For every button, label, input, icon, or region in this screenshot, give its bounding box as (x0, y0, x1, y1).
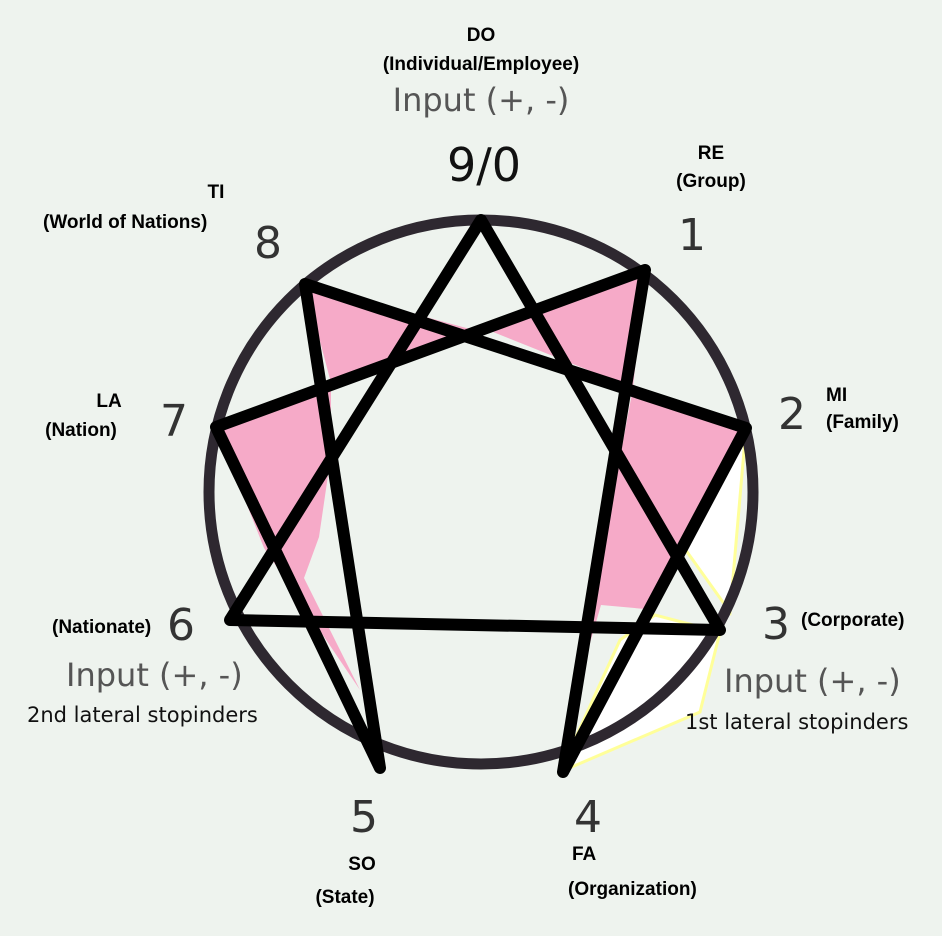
point-2-number: 2 (778, 389, 806, 440)
connecting-lines (210, 214, 752, 778)
triangle-9-3-6 (224, 214, 726, 636)
point-0-input: Input (+, -) (392, 81, 570, 119)
point-6-name: (Nationate) (52, 617, 152, 638)
point-8-name: (World of Nations) (43, 212, 208, 233)
point-6-input: Input (+, -) (66, 656, 243, 694)
point-3-number: 3 (762, 599, 790, 650)
point-5-name: (State) (315, 887, 375, 908)
point-0-name: (Individual/Employee) (382, 54, 580, 75)
point-1-number: 1 (678, 210, 706, 261)
point-0-code: DO (466, 25, 496, 46)
point-7-code: LA (96, 391, 122, 412)
point-4-name: (Organization) (568, 879, 697, 900)
sequence-line-1-4-2-8-5-7-1 (210, 264, 752, 778)
point-6-lateral: 2nd lateral stopinders (27, 703, 258, 727)
point-7-number: 7 (160, 396, 188, 447)
point-1-name: (Group) (676, 171, 746, 192)
point-8-number: 8 (254, 218, 282, 269)
point-5-code: SO (348, 854, 376, 875)
point-2-name: (Family) (826, 412, 899, 433)
point-4-code: FA (572, 844, 597, 865)
point-3-lateral: 1st lateral stopinders (685, 710, 909, 734)
point-8-code: TI (207, 182, 225, 203)
point-6-number: 6 (167, 600, 195, 651)
point-3-input: Input (+, -) (724, 662, 901, 700)
point-5-number: 5 (350, 792, 378, 843)
point-3-name: (Corporate) (801, 610, 905, 631)
pink-region-top-left (305, 284, 470, 383)
point-2-code: MI (826, 385, 848, 406)
pink-region-top-right (493, 272, 645, 388)
point-7-name: (Nation) (45, 420, 117, 441)
point-0-number: 9/0 (446, 138, 522, 192)
point-1-code: RE (697, 143, 725, 164)
point-4-number: 4 (574, 792, 602, 843)
